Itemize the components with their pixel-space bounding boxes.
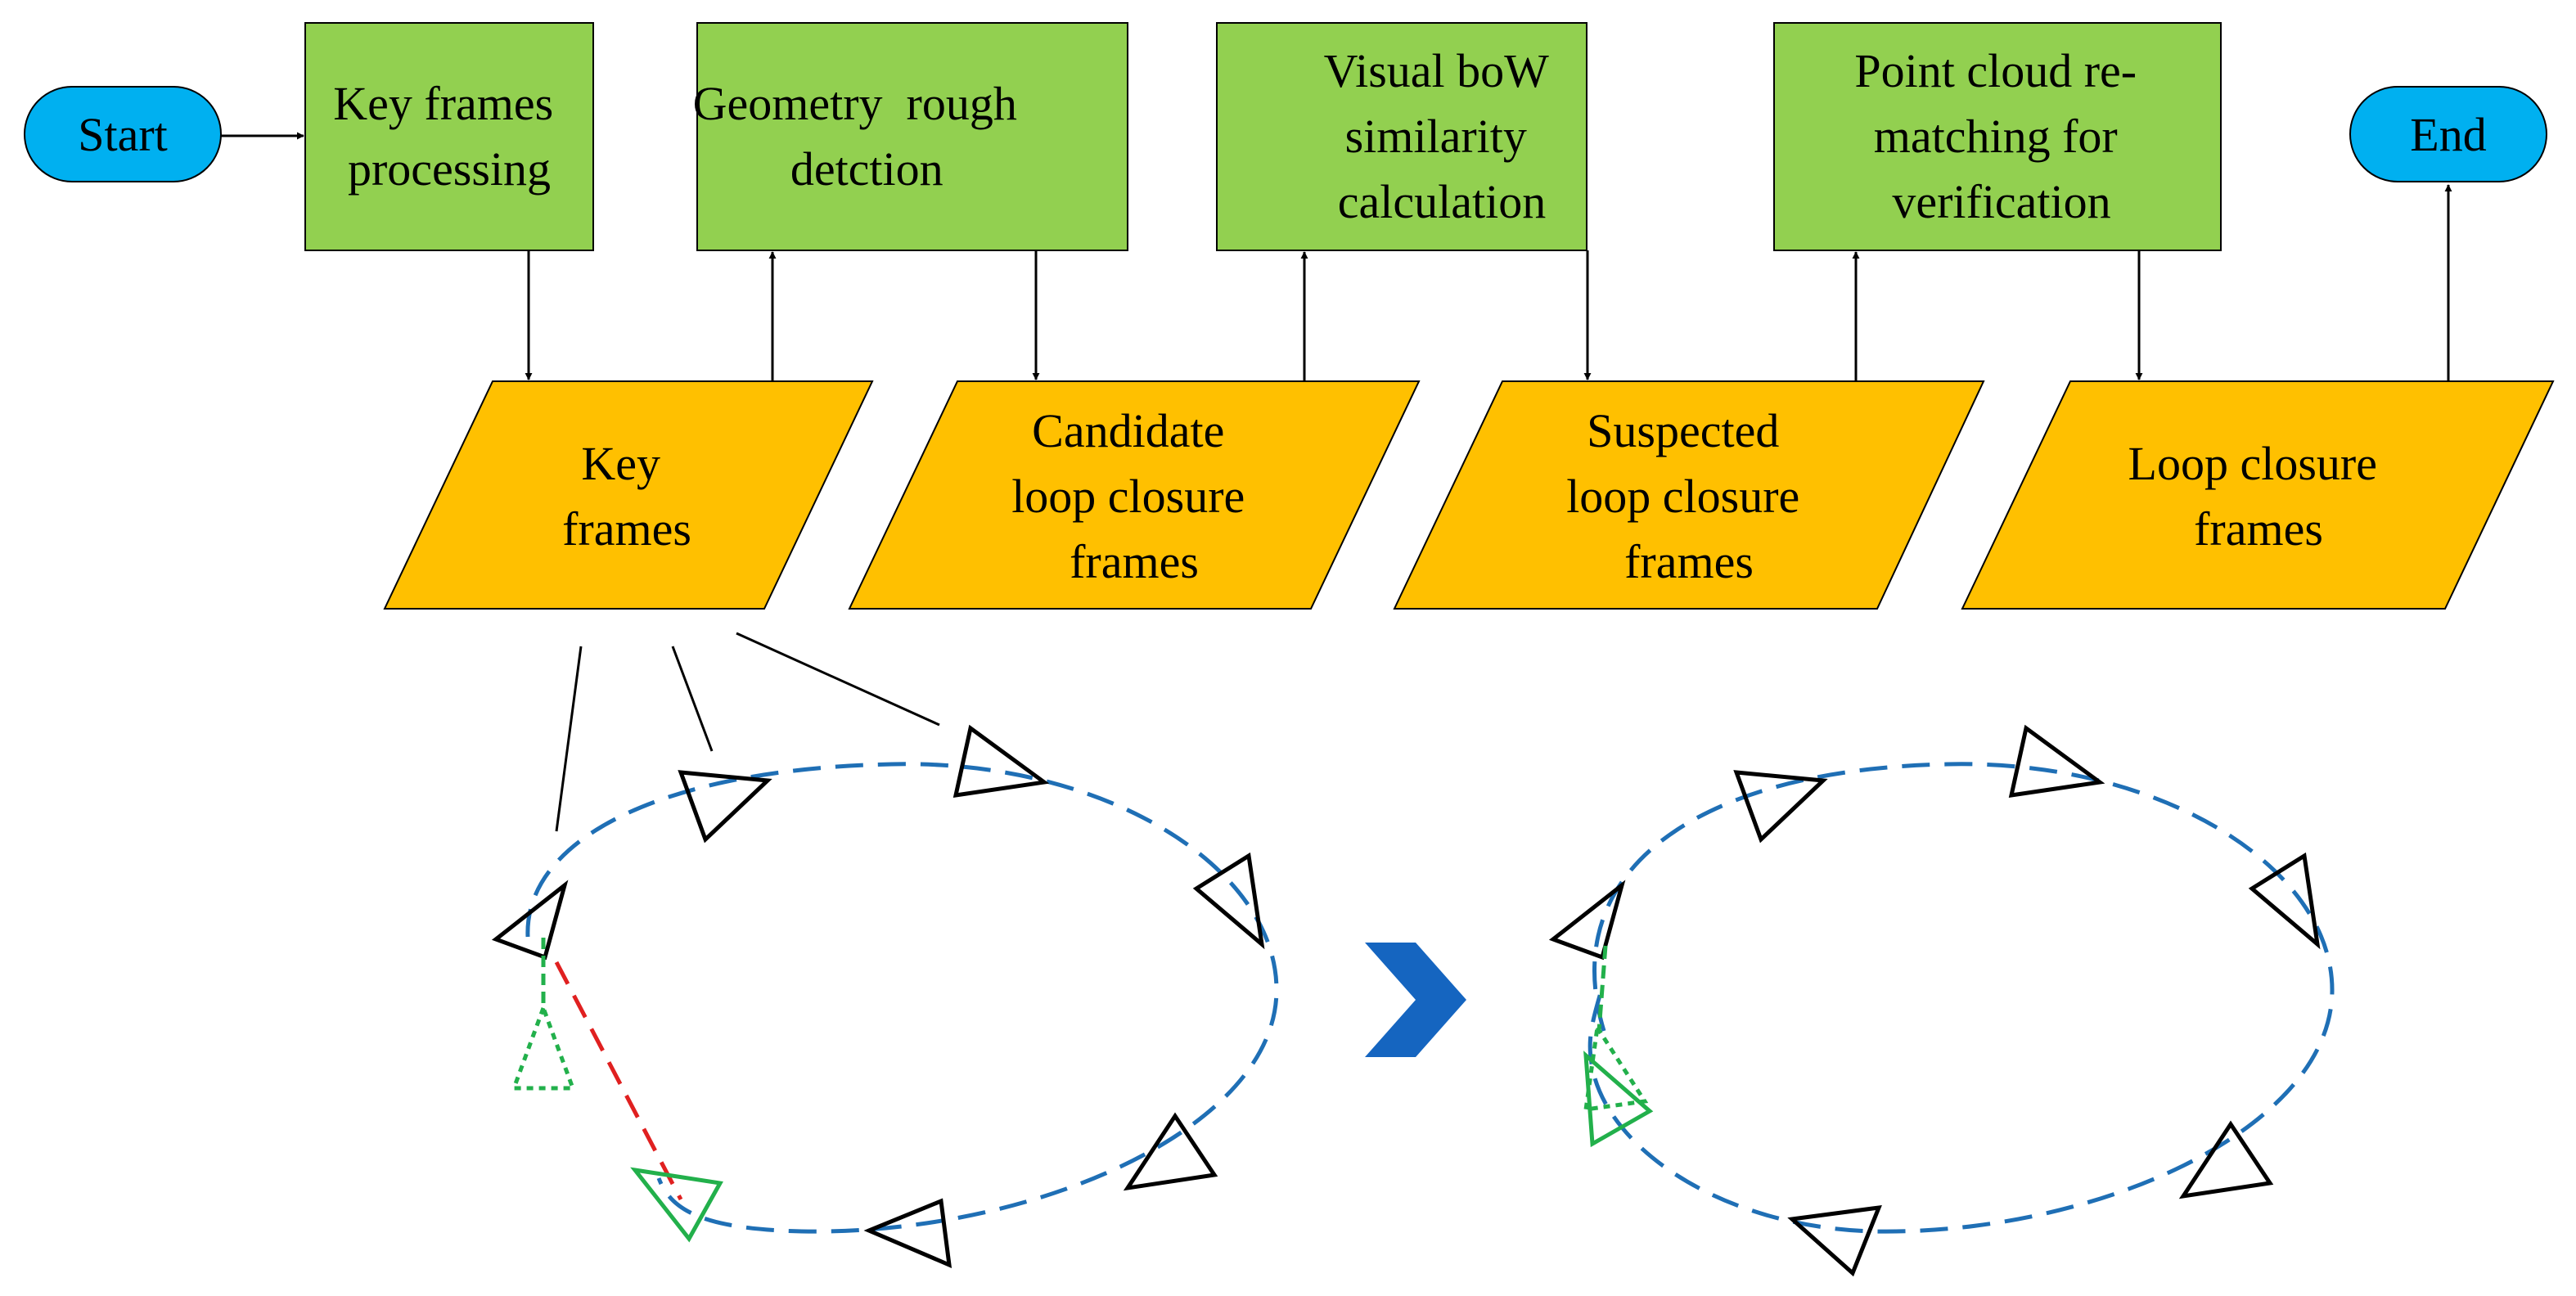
- process-key-frames-processing-label: Key frames processing: [333, 77, 565, 196]
- process-point-cloud-rematching: Point cloud re- matching for verificatio…: [1773, 22, 2222, 251]
- chevron-right-icon: [1365, 943, 1466, 1057]
- end-terminal: End: [2349, 86, 2547, 182]
- process-visual-bow-similarity: Visual boW similarity calculation: [1216, 22, 1587, 251]
- start-label: Start: [78, 108, 168, 161]
- start-terminal: Start: [24, 86, 222, 182]
- data-suspected-loop-closure-frames: Suspected loop closure frames: [1393, 380, 1985, 610]
- data-key-frames-label: Key frames: [562, 437, 691, 556]
- data-suspected-loop-closure-frames-label: Suspected loop closure frames: [1566, 404, 1812, 588]
- pose-icon: [1733, 770, 1828, 844]
- trajectory-path: [1587, 762, 2335, 1234]
- key-frame-poses: [491, 724, 1265, 1269]
- pose-icon: [952, 724, 1050, 799]
- end-label: End: [2410, 108, 2486, 161]
- data-key-frames: Key frames: [383, 380, 874, 610]
- pose-icon: [863, 1198, 952, 1269]
- key-frame-poses: [1548, 724, 2321, 1277]
- data-candidate-loop-closure-frames-label: Candidate loop closure frames: [1011, 404, 1257, 588]
- key-frame-callout-lines: [555, 632, 940, 832]
- estimated-pose-icon: [511, 1001, 576, 1091]
- loop-error-link: [554, 961, 683, 1201]
- data-candidate-loop-closure-frames: Candidate loop closure frames: [848, 380, 1421, 610]
- corrected-pose-icon: [1583, 1051, 1654, 1148]
- pose-icon: [2248, 852, 2321, 950]
- estimated-pose-icon: [1583, 1021, 1649, 1112]
- pose-icon: [1548, 880, 1626, 961]
- correction-link: [1596, 945, 1608, 1032]
- trajectory-after-loop-closure: [1548, 724, 2335, 1277]
- process-point-cloud-rematching-label: Point cloud re- matching for verificatio…: [1854, 44, 2148, 228]
- flow-arrows: [221, 132, 2452, 381]
- loop-closure-pose-icon: [630, 1167, 723, 1243]
- process-geometry-rough-detection-label: Geometry rough detction: [0, 0, 1124, 196]
- pose-icon: [491, 880, 569, 961]
- trajectory-path: [525, 762, 1279, 1234]
- trajectory-before-loop-closure: [491, 724, 1279, 1269]
- flowchart: Start End Key frames processing Geometry…: [0, 0, 2555, 832]
- process-key-frames-processing: Key frames processing: [304, 22, 594, 251]
- pose-icon: [2178, 1120, 2274, 1199]
- data-loop-closure-frames: Loop closure frames: [1961, 380, 2555, 610]
- pose-icon: [1123, 1112, 1218, 1191]
- pose-icon: [678, 770, 772, 844]
- pose-icon: [2008, 724, 2105, 799]
- pose-icon: [1192, 852, 1265, 950]
- data-loop-closure-frames-label: Loop closure frames: [2128, 437, 2389, 556]
- process-geometry-rough-detection: Geometry rough detction: [0, 0, 1128, 251]
- process-visual-bow-similarity-label: Visual boW similarity calculation: [1324, 44, 1560, 228]
- pose-icon: [1787, 1204, 1882, 1277]
